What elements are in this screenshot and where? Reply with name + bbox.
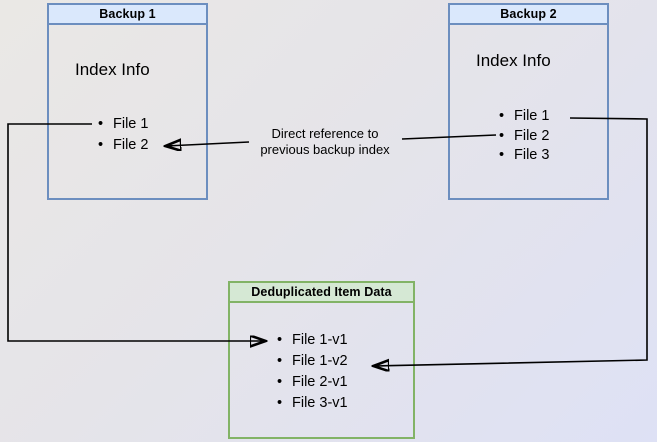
backup2-file-list: File 1File 2File 3 [499, 107, 549, 166]
file-item: File 3 [499, 146, 549, 166]
backup2-index-info-label: Index Info [476, 51, 551, 70]
backup1-header: Backup 1 [49, 5, 206, 25]
backup1-index-info-label: Index Info [75, 60, 150, 79]
backup2-title: Backup 2 [500, 7, 557, 21]
file-item: File 2 [499, 127, 549, 147]
backup1-title: Backup 1 [99, 7, 156, 21]
backup2-box: Backup 2 Index Info File 1File 2File 3 [448, 3, 609, 200]
file-item: File 1-v1 [277, 330, 348, 351]
dedup-title: Deduplicated Item Data [251, 285, 392, 299]
direct-reference-label-line1: Direct reference to [271, 126, 379, 141]
dedup-box: Deduplicated Item Data File 1-v1File 1-v… [228, 281, 415, 439]
file-item: File 1 [499, 107, 549, 127]
file-item: File 3-v1 [277, 393, 348, 414]
backup1-box: Backup 1 Index Info File 1File 2 [47, 3, 208, 200]
backup1-file-list: File 1File 2 [98, 114, 148, 155]
backup2-header: Backup 2 [450, 5, 607, 25]
file-item: File 1-v2 [277, 351, 348, 372]
dedup-header: Deduplicated Item Data [230, 283, 413, 303]
direct-reference-label: Direct reference to previous backup inde… [243, 126, 407, 157]
direct-reference-label-line2: previous backup index [260, 141, 390, 157]
file-item: File 2 [98, 135, 148, 156]
dedup-file-list: File 1-v1File 1-v2File 2-v1File 3-v1 [277, 330, 348, 414]
file-item: File 1 [98, 114, 148, 135]
file-item: File 2-v1 [277, 372, 348, 393]
